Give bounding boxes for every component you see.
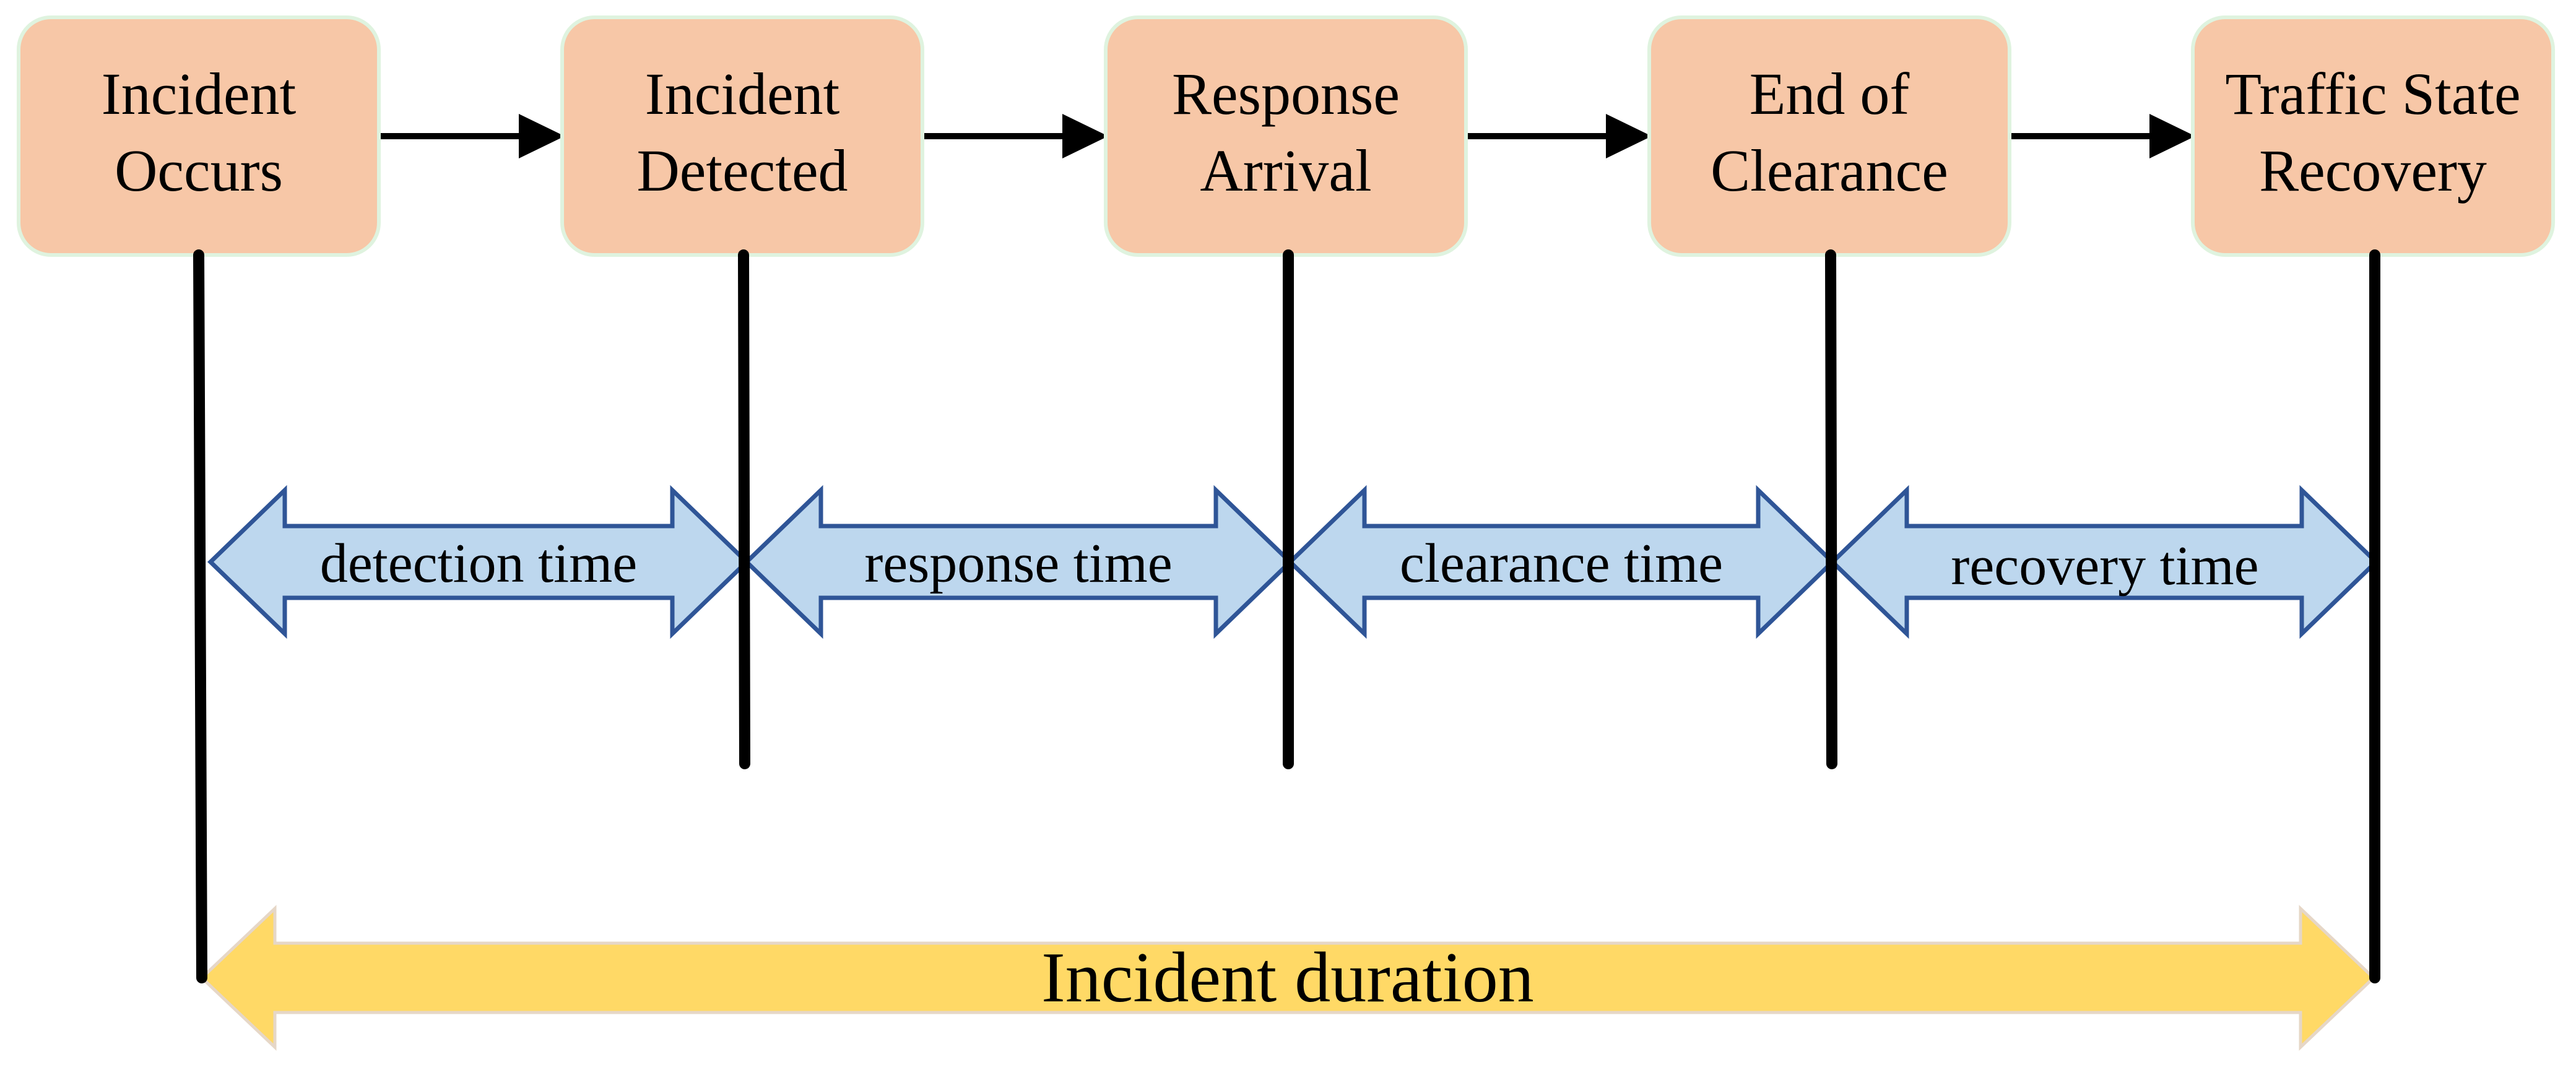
flow-arrow-3	[1466, 114, 1652, 158]
stage-end-of-clearance-line-2: Clearance	[1711, 137, 1948, 204]
phase-detection-time: detection time	[207, 485, 750, 639]
stage-incident-occurs: Incident Occurs	[17, 15, 381, 257]
marker-incident-occurs	[193, 249, 207, 983]
stage-traffic-state-recovery: Traffic State Recovery	[2191, 15, 2555, 257]
stage-incident-detected-line-2: Detected	[636, 137, 848, 204]
phase-recovery-time-label: recovery time	[1951, 535, 2258, 597]
flow-arrow-2	[922, 114, 1108, 158]
phase-detection-time-label: detection time	[320, 533, 637, 594]
stage-end-of-clearance: End of Clearance	[1647, 15, 2011, 257]
stage-traffic-state-recovery-line-1: Traffic State	[2225, 61, 2520, 127]
timeline-markers	[193, 249, 2380, 983]
stage-incident-detected-line-1: Incident	[645, 61, 840, 127]
flow-arrow-1	[379, 114, 565, 158]
stage-end-of-clearance-line-1: End of	[1750, 61, 1910, 127]
stage-incident-detected: Incident Detected	[560, 15, 924, 257]
phase-clearance-time: clearance time	[1286, 485, 1836, 639]
stage-response-arrival-line-2: Arrival	[1200, 137, 1371, 204]
stage-response-arrival: Response Arrival	[1104, 15, 1468, 257]
incident-duration-label: Incident duration	[1041, 938, 1534, 1017]
stage-response-arrival-line-1: Response	[1172, 61, 1400, 127]
marker-incident-detected	[738, 249, 750, 769]
incident-duration-arrow: Incident duration	[199, 905, 2376, 1051]
phase-response-time-label: response time	[864, 533, 1172, 594]
stage-incident-occurs-line-1: Incident	[102, 61, 297, 127]
stage-incident-occurs-line-2: Occurs	[115, 137, 283, 204]
phase-response-time: response time	[743, 485, 1294, 639]
phase-arrows: detection time response time clearance t…	[207, 485, 2380, 639]
stage-traffic-state-recovery-line-2: Recovery	[2259, 137, 2487, 204]
phase-clearance-time-label: clearance time	[1400, 533, 1723, 594]
marker-end-of-clearance	[1825, 249, 1837, 769]
flow-arrow-4	[2010, 114, 2195, 158]
flow-arrows	[379, 114, 2195, 158]
stage-boxes: Incident Occurs Incident Detected Respon…	[17, 15, 2555, 257]
phase-recovery-time: recovery time	[1829, 485, 2380, 639]
